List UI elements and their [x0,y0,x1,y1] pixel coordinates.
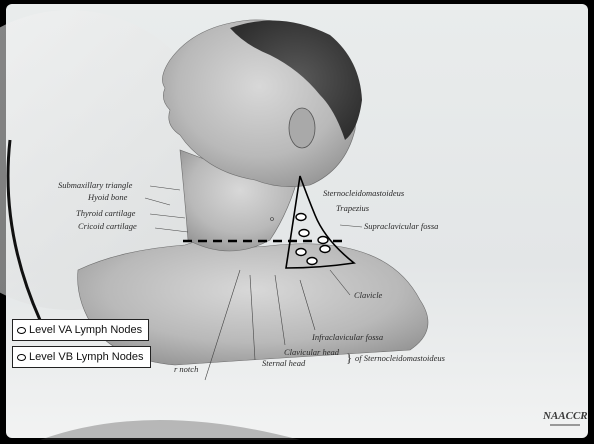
lymph-node-oval-icon [17,327,26,334]
legend-level-va-label: Level VA Lymph Nodes [29,324,142,336]
label-cricoid-cartilage: Cricoid cartilage [78,221,137,231]
legend-level-vb: Level VB Lymph Nodes [12,346,151,368]
ear [289,108,315,148]
lymph-node-oval-icon [17,354,26,361]
lymph-node-vb-1 [296,249,306,256]
label-sternocleidomastoideus: Sternocleidomastoideus [323,188,404,198]
lymph-node-va-2 [299,230,309,237]
label-sternal-head: Sternal head [262,358,305,368]
lymph-node-vb-3 [307,258,317,265]
legend-level-va: Level VA Lymph Nodes [12,319,149,341]
label-clavicular-head: Clavicular head [284,347,339,357]
label-trapezius: Trapezius [336,203,369,213]
lymph-node-va-3 [318,237,328,244]
label-notch: r notch [174,364,198,374]
lymph-node-va-1 [296,214,306,221]
bottom-shadow-arc [40,420,300,440]
label-clavicle: Clavicle [354,290,382,300]
label-thyroid-cartilage: Thyroid cartilage [76,208,135,218]
label-hyoid-bone: Hyoid bone [88,192,127,202]
label-of-sternocleidomastoideus: of Sternocleidomastoideus [355,353,445,363]
label-supraclavicular-fossa: Supraclavicular fossa [364,221,438,231]
logo-underline [550,424,580,426]
label-submaxillary-triangle: Submaxillary triangle [58,180,132,190]
legend-level-vb-label: Level VB Lymph Nodes [29,351,144,363]
label-infraclavicular-fossa: Infraclavicular fossa [312,332,383,342]
lymph-node-vb-2 [320,246,330,253]
naaccr-logo: NAACCR [543,410,588,422]
